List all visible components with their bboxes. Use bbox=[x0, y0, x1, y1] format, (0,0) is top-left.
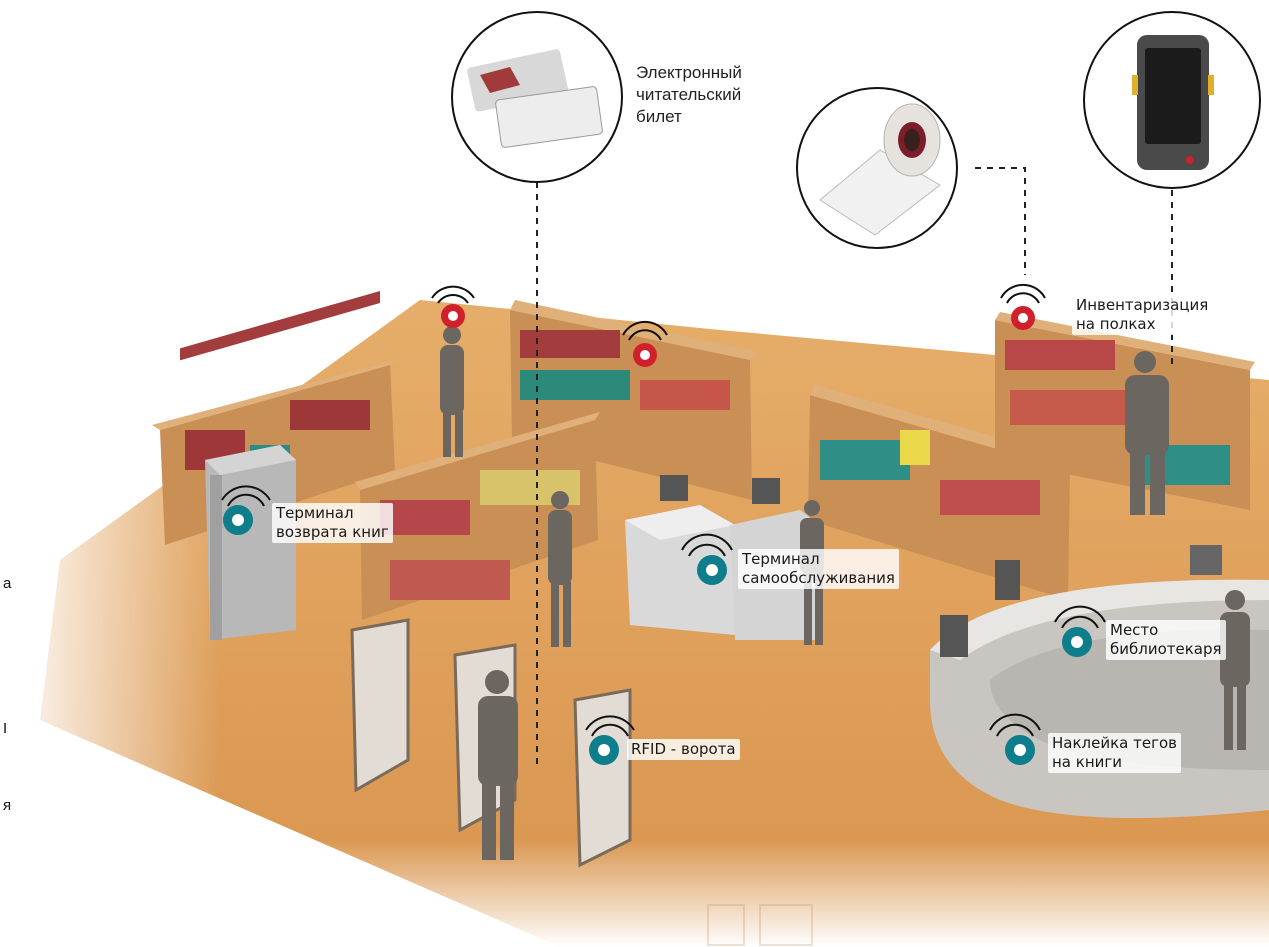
rfid-icon-red-3 bbox=[1000, 283, 1046, 330]
callout-handheld-reader bbox=[1083, 11, 1261, 189]
label-rfid-gates: RFID - ворота bbox=[627, 739, 740, 760]
label-tag-labeling: Наклейка тегов на книги bbox=[1048, 733, 1181, 773]
edge-fragment-2: I bbox=[3, 720, 8, 737]
rfid-icon-teal-gates bbox=[585, 715, 635, 765]
label-self-service: Терминал самообслуживания bbox=[738, 549, 899, 589]
rfid-icon-red-2 bbox=[622, 320, 668, 367]
rfid-icon-teal-tags bbox=[989, 713, 1041, 765]
edge-fragment-3: я bbox=[3, 797, 12, 814]
person-woman-middle bbox=[548, 491, 572, 647]
bookshelf-right bbox=[995, 312, 1255, 510]
edge-fragment-1: а bbox=[3, 575, 12, 592]
rfid-icon-teal-librarian bbox=[1054, 605, 1106, 657]
leader-tag-roll bbox=[975, 167, 1026, 275]
person-man-gates bbox=[478, 670, 518, 860]
label-librarian: Место библиотекаря bbox=[1106, 620, 1226, 660]
person-woman-top bbox=[440, 326, 464, 457]
label-reader-card: Электронный читательский билет bbox=[636, 63, 742, 126]
people bbox=[440, 326, 1250, 860]
rfid-icon-red-1 bbox=[431, 285, 475, 328]
dashed-leaders bbox=[536, 167, 1173, 770]
floor-fade-bottom bbox=[300, 840, 1269, 947]
rfid-icon-teal-self-service bbox=[681, 533, 733, 585]
label-inventory: Инвентаризация на полках bbox=[1072, 295, 1213, 335]
watermark-icon bbox=[707, 904, 813, 946]
rfid-icon-teal-return bbox=[221, 485, 271, 535]
person-librarian bbox=[1220, 590, 1250, 750]
label-return-terminal: Терминал возврата книг bbox=[272, 503, 393, 543]
person-man-shelf bbox=[1125, 351, 1169, 515]
callout-reader-card bbox=[451, 11, 623, 183]
callout-tag-roll bbox=[796, 87, 958, 249]
bookshelf-center-front bbox=[355, 412, 600, 620]
